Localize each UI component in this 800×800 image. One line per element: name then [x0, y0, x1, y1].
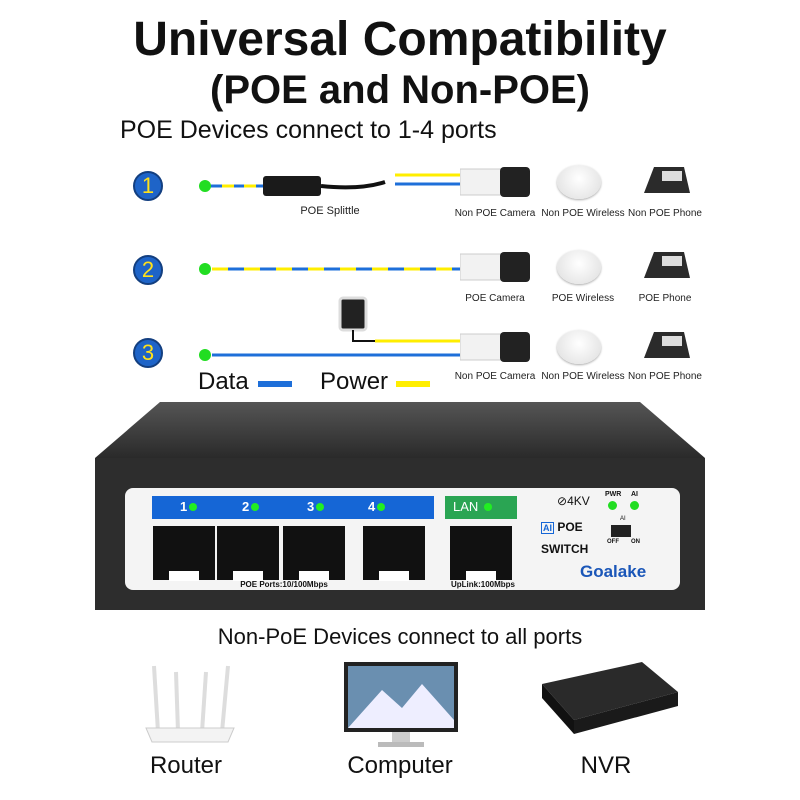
poe-port-header [152, 496, 434, 519]
camera-icon [460, 252, 530, 282]
splitter-label: POE Splittle [300, 205, 360, 217]
phone-icon [644, 167, 690, 193]
uplink-label: UpLink:100Mbps [450, 580, 515, 589]
camera-icon [460, 332, 530, 362]
lan-port[interactable] [450, 526, 512, 581]
wireless-ap-icon [557, 330, 601, 364]
legend-data-swatch [258, 381, 292, 387]
poe-port-2[interactable] [217, 526, 279, 581]
wireless-ap-icon [557, 165, 601, 199]
toggle-label: AI [620, 516, 626, 522]
surge-protection: ⊘4KV [557, 494, 590, 508]
port-3-label: 3 [307, 499, 325, 514]
device-label: Non POE Phone [628, 208, 702, 219]
router-label: Router [149, 752, 223, 779]
port-dot [199, 263, 211, 275]
poe-splitter-icon [263, 176, 321, 196]
pwr-led [608, 501, 617, 510]
row-number-3: 3 [133, 338, 163, 368]
device-label: POE Phone [638, 293, 692, 304]
power-adapter-icon [338, 296, 368, 332]
device-label: POE Camera [465, 293, 525, 304]
port-dot [199, 349, 211, 361]
ai-poe-label: AI POE [541, 520, 583, 534]
device-label: Non POE Camera [454, 208, 536, 219]
computer-icon [344, 662, 458, 747]
switch-front-panel: 1 2 3 4 POE Ports:10/100Mbps LAN UpLink:… [125, 488, 680, 590]
ai-label: AI [631, 491, 638, 498]
poe-ports-label: POE Ports:10/100Mbps [240, 580, 328, 589]
pwr-label: PWR [605, 491, 622, 498]
port-2-label: 2 [242, 499, 260, 514]
switch-text: SWITCH [541, 542, 589, 556]
connection-lines [210, 173, 460, 357]
legend-power-label: Power [320, 368, 389, 395]
toggle-off-label: OFF [607, 539, 619, 545]
poe-port-1[interactable] [153, 526, 215, 581]
ai-toggle-switch[interactable] [611, 525, 631, 537]
wireless-ap-icon [557, 250, 601, 284]
device-label: Non POE Camera [454, 371, 536, 382]
poe-port-3[interactable] [283, 526, 345, 581]
port-1-label: 1 [180, 499, 198, 514]
row-number-1: 1 [133, 171, 163, 201]
device-label: Non POE Wireless [541, 371, 625, 382]
router-icon [145, 665, 235, 743]
phone-icon [644, 332, 690, 358]
poe-port-4[interactable] [363, 526, 425, 581]
device-label: Non POE Phone [628, 371, 702, 382]
phone-icon [644, 252, 690, 278]
computer-label: Computer [347, 752, 453, 779]
nvr-icon [542, 662, 678, 734]
device-label: POE Wireless [551, 293, 615, 304]
legend-data-label: Data [198, 368, 249, 395]
legend-power-swatch [396, 381, 430, 387]
port-4-label: 4 [368, 499, 386, 514]
brand-logo: Goalake [580, 562, 647, 581]
main-title: Universal Compatibility [133, 13, 667, 66]
row-number-2: 2 [133, 255, 163, 285]
ai-led [630, 501, 639, 510]
lan-header: LAN [445, 496, 517, 519]
nvr-label: NVR [580, 752, 632, 779]
camera-icon [460, 167, 530, 197]
device-label: Non POE Wireless [541, 208, 625, 219]
poe-heading: POE Devices connect to 1-4 ports [120, 116, 497, 144]
nonpoe-heading: Non-PoE Devices connect to all ports [217, 624, 583, 649]
port-dot [199, 180, 211, 192]
subtitle: (POE and Non-POE) [210, 68, 590, 112]
toggle-on-label: ON [631, 539, 640, 545]
